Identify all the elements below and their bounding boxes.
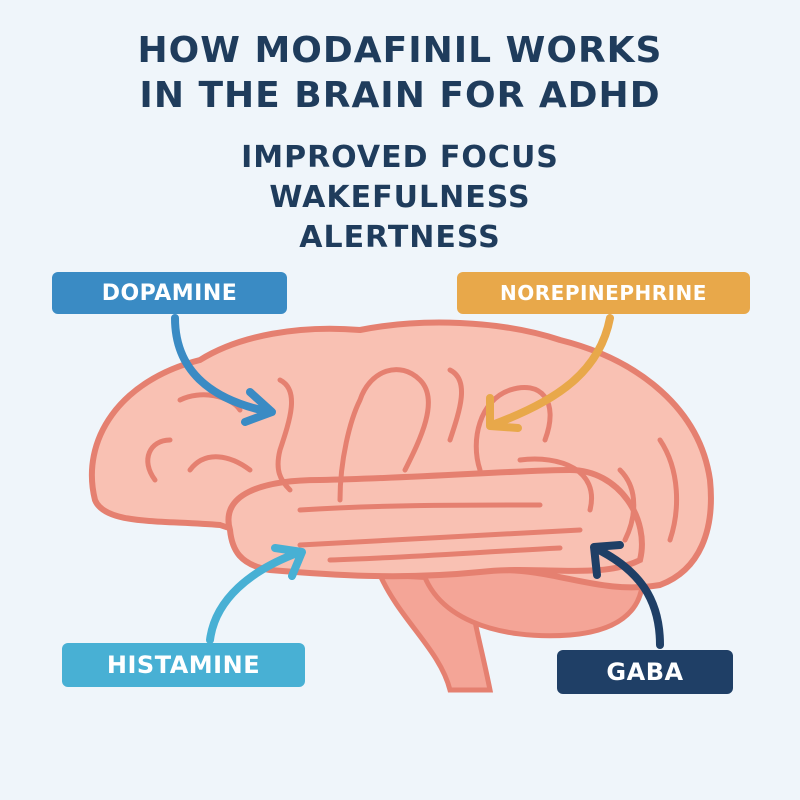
histamine-label: HISTAMINE — [62, 643, 305, 687]
cerebrum — [88, 319, 714, 591]
title-line-1: HOW MODAFINIL WORKS — [137, 30, 663, 71]
norepinephrine-label: NOREPINEPHRINE — [457, 272, 750, 314]
gaba-label: GABA — [557, 650, 733, 694]
norepinephrine-arrow — [486, 314, 614, 432]
title-line-2: IN THE BRAIN FOR ADHD — [139, 75, 661, 116]
benefit-wakefulness: WAKEFULNESS — [269, 180, 531, 215]
histamine-arrow — [206, 544, 306, 644]
dopamine-label: DOPAMINE — [52, 272, 287, 314]
benefit-focus: IMPROVED FOCUS — [241, 140, 559, 175]
benefit-alertness: ALERTNESS — [299, 220, 501, 255]
gaba-arrow — [590, 541, 664, 649]
dopamine-arrow — [171, 314, 276, 426]
